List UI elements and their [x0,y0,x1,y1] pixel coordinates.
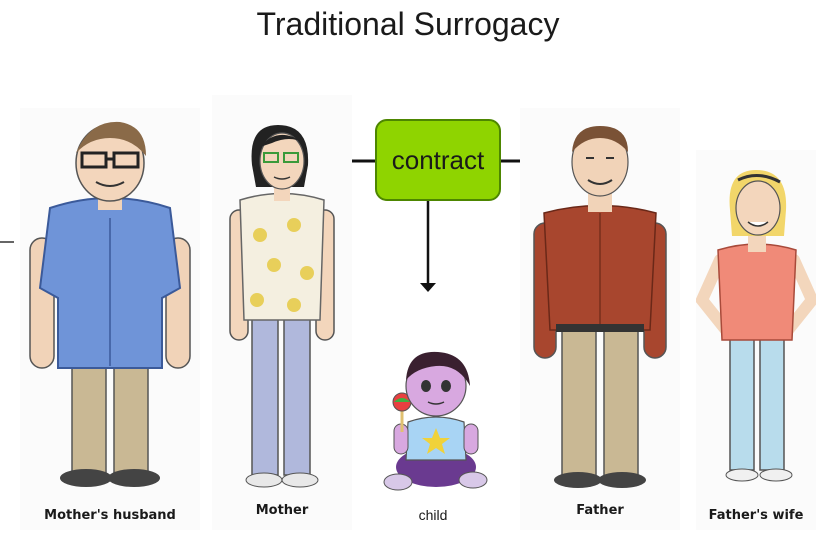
fathers-wife-label: Father's wife [708,508,804,523]
mothers-husband-label: Mother's husband [44,508,176,523]
mother-figure [229,125,335,488]
child-label: child [418,507,448,523]
page-title: Traditional Surrogacy [256,6,560,42]
father-figure [533,126,667,488]
fathers-wife-figure [696,170,816,482]
father-label: Father [576,503,624,518]
mothers-husband-figure [29,121,191,487]
contract-box: contract [375,119,501,201]
mother-label: Mother [255,503,309,518]
arrow-head-icon [420,283,436,292]
child-figure [383,351,488,491]
